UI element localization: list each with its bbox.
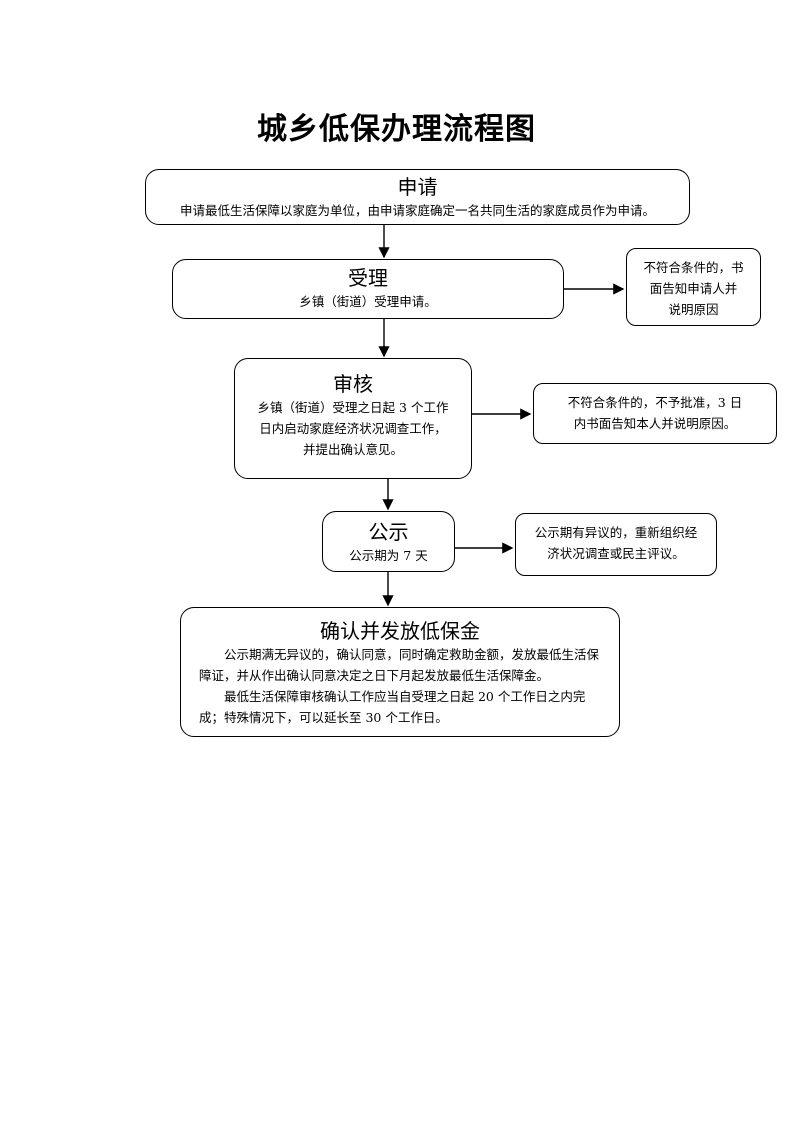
step-confirm-title: 确认并发放低保金 (320, 619, 480, 643)
step-apply-text: 申请最低生活保障以家庭为单位，由申请家庭确定一名共同生活的家庭成员作为申请。 (179, 203, 655, 218)
step-publicize-title: 公示 (368, 520, 409, 544)
step-review: 审核 乡镇（街道）受理之日起 3 个工作 日内启动家庭经济状况调查工作， 并提出… (234, 358, 472, 479)
note-accept-line-3: 说明原因 (668, 302, 719, 317)
step-accept: 受理 乡镇（街道）受理申请。 (172, 259, 564, 319)
step-accept-text: 乡镇（街道）受理申请。 (299, 294, 437, 309)
note-accept-line-2: 面告知申请人并 (649, 281, 738, 296)
step-review-line-2: 日内启动家庭经济状况调查工作， (259, 421, 447, 436)
step-confirm-paragraph-2: 最低生活保障审核确认工作应当自受理之日起 20 个工作日之内完成；特殊情况下，可… (199, 689, 586, 725)
note-review-line-1: 不符合条件的，不予批准，3 日 (567, 395, 743, 410)
step-publicize-text: 公示期为 7 天 (349, 548, 428, 563)
page-title: 城乡低保办理流程图 (257, 112, 536, 147)
step-review-line-1: 乡镇（街道）受理之日起 3 个工作 (257, 400, 449, 415)
step-apply: 申请 申请最低生活保障以家庭为单位，由申请家庭确定一名共同生活的家庭成员作为申请… (145, 169, 690, 225)
note-publicize-line-2: 济状况调查或民主评议。 (547, 546, 685, 561)
step-apply-title: 申请 (397, 175, 438, 199)
note-review-line-2: 内书面告知本人并说明原因。 (573, 416, 737, 431)
step-confirm: 确认并发放低保金 公示期满无异议的，确认同意，同时确定救助金额，发放最低生活保障… (180, 607, 620, 737)
step-review-line-3: 并提出确认意见。 (302, 442, 403, 457)
note-publicize-objection: 公示期有异议的，重新组织经 济状况调查或民主评议。 (515, 513, 717, 576)
note-accept-line-1: 不符合条件的，书 (643, 260, 744, 275)
step-review-title: 审核 (333, 372, 373, 396)
note-accept-rejection: 不符合条件的，书 面告知申请人并 说明原因 (626, 248, 761, 326)
step-confirm-paragraph-1: 公示期满无异议的，确认同意，同时确定救助金额，发放最低生活保障证，并从作出确认同… (199, 647, 600, 683)
note-publicize-line-1: 公示期有异议的，重新组织经 (534, 525, 698, 540)
step-publicize: 公示 公示期为 7 天 (322, 511, 455, 572)
note-review-rejection: 不符合条件的，不予批准，3 日 内书面告知本人并说明原因。 (533, 383, 777, 444)
step-accept-title: 受理 (348, 266, 388, 290)
